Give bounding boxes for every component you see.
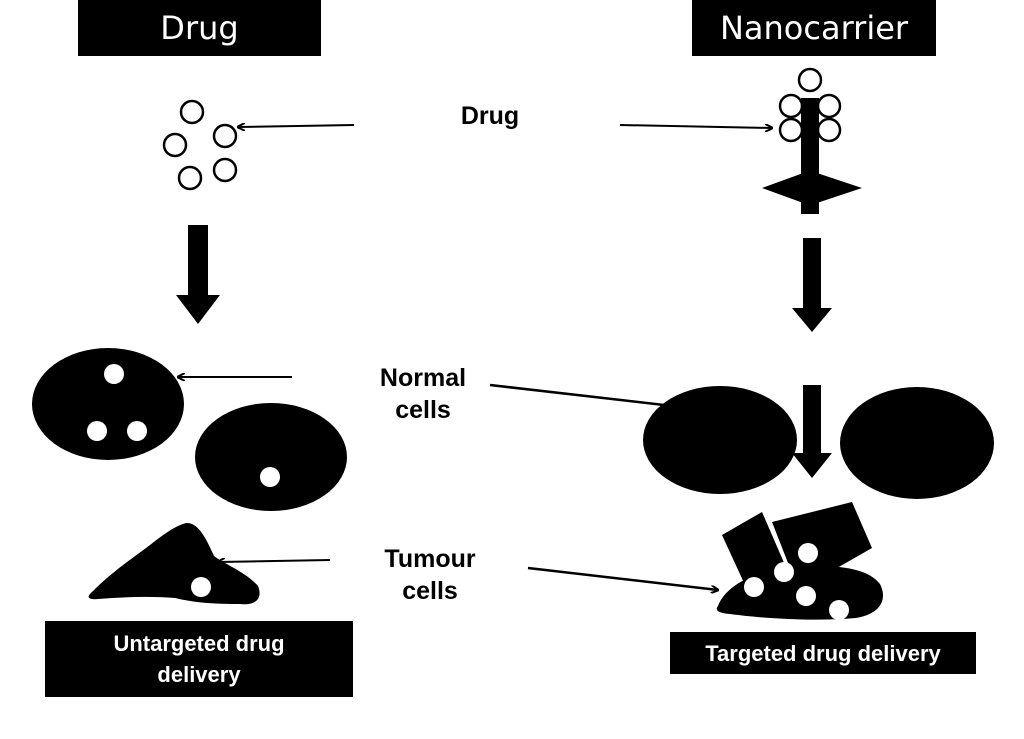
drug-molecule <box>797 67 823 93</box>
footer-untargeted: Untargeted drug delivery <box>45 621 353 697</box>
drug-molecule <box>212 123 238 149</box>
normal-cell-left-1 <box>32 348 184 460</box>
label-tumour-cells-line1: Tumour <box>384 545 476 573</box>
drug-molecule <box>778 117 804 143</box>
label-tumour-cells: Tumour cells <box>360 543 500 607</box>
down-arrow-right-1 <box>792 238 832 332</box>
tumour-cells-pointer-right <box>527 566 718 590</box>
normal-cells-pointer-right <box>489 383 665 407</box>
tumour-cells-right <box>716 502 883 620</box>
drug-molecule <box>177 165 203 191</box>
header-drug: Drug <box>78 0 321 56</box>
label-normal-cells-line1: Normal <box>379 364 467 392</box>
footer-targeted: Targeted drug delivery <box>670 632 976 674</box>
label-tumour-cells-line2: cells <box>402 577 458 605</box>
tumour-cells-pointer-left <box>218 560 331 562</box>
drug-molecule <box>816 117 842 143</box>
normal-cell-right-2 <box>840 387 994 499</box>
normal-cell-left-2 <box>195 403 347 511</box>
nanocarrier <box>762 67 862 214</box>
label-normal-cells: Normal cells <box>358 362 488 426</box>
tumour-cell-left <box>88 522 260 605</box>
header-nanocarrier: Nanocarrier <box>692 0 936 56</box>
label-normal-cells-line2: cells <box>395 396 451 424</box>
drug-molecule <box>212 157 238 183</box>
label-drug: Drug <box>460 102 520 130</box>
down-arrow-right-2 <box>792 385 832 478</box>
down-arrow-left <box>176 225 220 324</box>
drug-molecule <box>179 99 205 125</box>
drug-pointer-left <box>238 125 355 127</box>
drug-molecule <box>816 93 842 119</box>
drug-molecule <box>778 93 804 119</box>
footer-untargeted-line2: delivery <box>157 662 241 687</box>
footer-untargeted-line1: Untargeted drug <box>113 631 285 656</box>
normal-cell-right-1 <box>643 386 797 494</box>
drug-molecule <box>162 132 188 158</box>
drug-pointer-right <box>619 125 772 128</box>
free-drug-molecules <box>162 99 238 191</box>
